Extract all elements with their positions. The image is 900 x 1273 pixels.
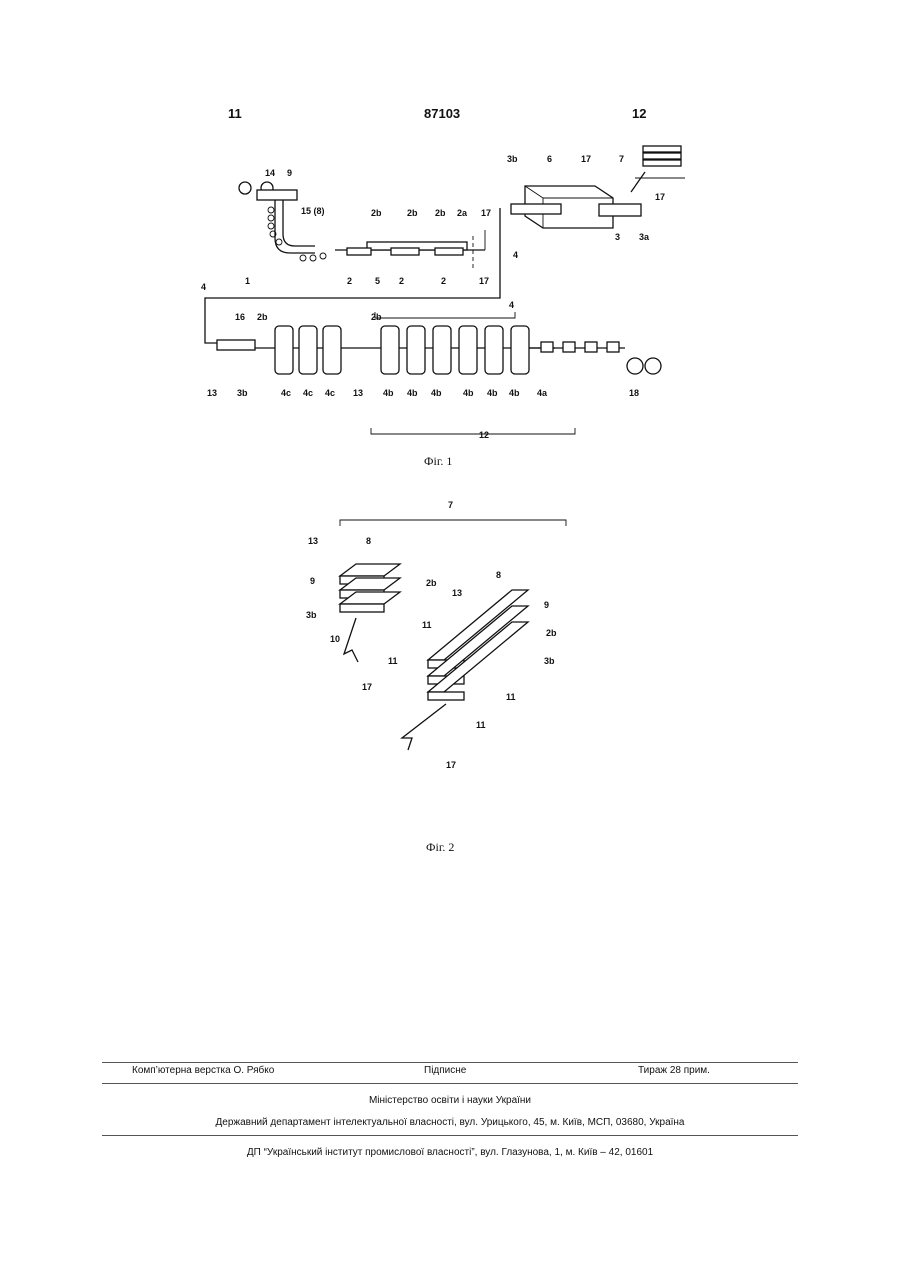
label: 2b bbox=[546, 628, 557, 638]
label: 4a bbox=[537, 388, 548, 398]
label: 4 bbox=[201, 282, 206, 292]
label: 17 bbox=[581, 154, 591, 164]
label: 8 bbox=[496, 570, 501, 580]
label: 8 bbox=[366, 536, 371, 546]
label: 2 bbox=[399, 276, 404, 286]
label: 11 bbox=[506, 692, 516, 702]
footer-rule-bottom bbox=[102, 1135, 798, 1136]
label: 3a bbox=[639, 232, 650, 242]
label: 15 (8) bbox=[301, 206, 325, 216]
figure-2-labels: 7 13 8 9 2b 3b 10 17 8 9 13 11 2b 11 3b … bbox=[306, 500, 557, 770]
figure-2-caption: Фіг. 2 bbox=[426, 840, 454, 855]
page-number-right: 12 bbox=[632, 106, 646, 121]
label: 4b bbox=[509, 388, 520, 398]
label: 17 bbox=[655, 192, 665, 202]
patent-number: 87103 bbox=[424, 106, 460, 121]
label: 4c bbox=[281, 388, 291, 398]
label: 2b bbox=[407, 208, 418, 218]
label: 4 bbox=[509, 300, 514, 310]
label: 4b bbox=[463, 388, 474, 398]
label: 7 bbox=[448, 500, 453, 510]
label: 4 bbox=[513, 250, 518, 260]
label: 3 bbox=[615, 232, 620, 242]
label: 7 bbox=[619, 154, 624, 164]
label: 18 bbox=[629, 388, 639, 398]
label: 2b bbox=[371, 312, 382, 322]
ladle-icon bbox=[239, 182, 251, 194]
label: 1 bbox=[245, 276, 250, 286]
label: 2 bbox=[347, 276, 352, 286]
label: 9 bbox=[287, 168, 292, 178]
ministry-line: Міністерство освіти і науки України bbox=[0, 1095, 900, 1106]
label: 4b bbox=[431, 388, 442, 398]
figure-1-caption: Фіг. 1 bbox=[424, 454, 452, 469]
page-number-left: 11 bbox=[228, 106, 242, 121]
print-run: Тираж 28 прим. bbox=[638, 1065, 710, 1076]
label: 3b bbox=[544, 656, 555, 666]
label: 11 bbox=[388, 656, 398, 666]
coil-icon bbox=[627, 358, 643, 374]
label: 2b bbox=[426, 578, 437, 588]
label: 3b bbox=[507, 154, 518, 164]
institute-line: ДП “Український інститут промислової вла… bbox=[0, 1147, 900, 1158]
label: 14 bbox=[265, 168, 275, 178]
label: 17 bbox=[479, 276, 489, 286]
label: 13 bbox=[308, 536, 318, 546]
label: 9 bbox=[310, 576, 315, 586]
figure-2-svg: 7 13 8 9 2b 3b 10 17 8 9 13 11 2b 11 3b … bbox=[300, 494, 580, 784]
signed-label: Підписне bbox=[424, 1065, 466, 1076]
footer-rule-middle bbox=[102, 1083, 798, 1084]
label: 2b bbox=[435, 208, 446, 218]
label: 13 bbox=[452, 588, 462, 598]
label: 17 bbox=[362, 682, 372, 692]
label: 10 bbox=[330, 634, 340, 644]
label: 11 bbox=[476, 720, 486, 730]
label: 13 bbox=[207, 388, 217, 398]
label: 16 bbox=[235, 312, 245, 322]
figure-1-svg: 14 9 15 (8) 1 2b 2b 2b 2a 2 5 2 2 17 4 3… bbox=[195, 138, 685, 448]
footer-rule-top bbox=[102, 1062, 798, 1063]
layout-credit: Комп’ютерна верстка О. Рябко bbox=[132, 1065, 274, 1076]
figure-1-drawing: 14 9 15 (8) 1 2b 2b 2b 2a 2 5 2 2 17 4 3… bbox=[195, 138, 685, 448]
label: 2b bbox=[371, 208, 382, 218]
label: 3b bbox=[306, 610, 317, 620]
label: 2a bbox=[457, 208, 468, 218]
label: 2 bbox=[441, 276, 446, 286]
label: 4b bbox=[407, 388, 418, 398]
label: 3b bbox=[237, 388, 248, 398]
label: 17 bbox=[446, 760, 456, 770]
label: 6 bbox=[547, 154, 552, 164]
label: 4b bbox=[383, 388, 394, 398]
label: 11 bbox=[422, 620, 432, 630]
department-line: Державний департамент інтелектуальної вл… bbox=[0, 1117, 900, 1128]
label: 17 bbox=[481, 208, 491, 218]
label: 4c bbox=[303, 388, 313, 398]
label: 5 bbox=[375, 276, 380, 286]
label: 12 bbox=[479, 430, 489, 440]
label: 9 bbox=[544, 600, 549, 610]
label: 13 bbox=[353, 388, 363, 398]
label: 4b bbox=[487, 388, 498, 398]
figure-2-drawing: 7 13 8 9 2b 3b 10 17 8 9 13 11 2b 11 3b … bbox=[300, 494, 580, 784]
label: 4c bbox=[325, 388, 335, 398]
label: 2b bbox=[257, 312, 268, 322]
